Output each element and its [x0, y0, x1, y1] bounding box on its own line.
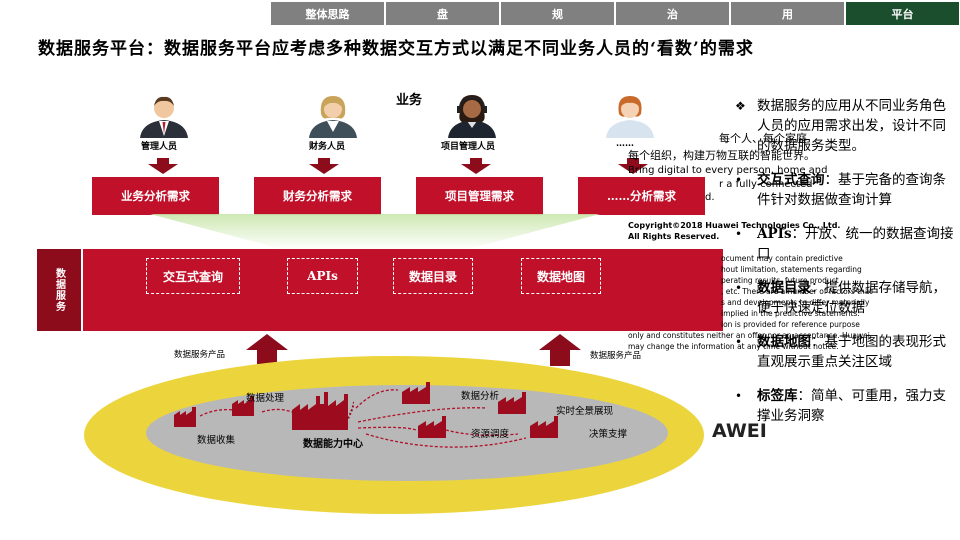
node-label-realtime-view: 实时全景展现	[556, 406, 614, 417]
tab-standards[interactable]: 规	[501, 2, 614, 25]
data-service-product-label: 数据服务产品	[174, 350, 226, 360]
node-label-scheduling: 资源调度	[471, 429, 510, 440]
factory-icon	[174, 407, 196, 427]
factory-icon	[402, 382, 430, 404]
tab-inventory[interactable]: 盘	[386, 2, 499, 25]
down-arrow-icon	[618, 158, 648, 174]
down-arrow-icon	[148, 158, 178, 174]
disclaimer-text: perating results, future product	[721, 276, 839, 285]
tab-governance[interactable]: 治	[616, 2, 729, 25]
bullet-data-catalog: • 数据目录：提供数据存储导航，便于快速定位数据	[735, 280, 946, 316]
tab-overall[interactable]: 整体思路	[271, 2, 384, 25]
disclaimer-text: ocument may contain predictive	[721, 254, 843, 263]
node-label-collection: 数据收集	[197, 435, 236, 446]
finance-analysis-need-box[interactable]: 财务分析需求	[254, 177, 381, 215]
dot-bullet-icon: •	[735, 335, 743, 349]
project-management-need-box[interactable]: 项目管理需求	[416, 177, 543, 215]
down-arrow-icon	[309, 158, 339, 174]
down-arrow-icon	[461, 158, 491, 174]
overlay-text: d.	[705, 192, 715, 203]
apis-button[interactable]: APIs	[287, 258, 358, 294]
page-title: 数据服务平台：数据服务平台应考虑多种数据交互方式以满足不同业务人员的‘看数’的需…	[38, 39, 754, 59]
role-label: 管理人员	[141, 142, 178, 152]
overlay-text: 每个人、每个家庭	[719, 132, 807, 145]
role-label: ……	[616, 139, 634, 149]
disclaimer-text: , etc. There are a number of factors tha…	[721, 287, 873, 296]
huawei-logo-text: AWEI	[712, 420, 767, 442]
other-analysis-need-box[interactable]: ……分析需求	[578, 177, 705, 215]
diamond-bullet-icon: ❖	[735, 99, 746, 113]
business-analysis-need-box[interactable]: 业务分析需求	[92, 177, 219, 215]
copyright-text: Copyright©2018 Huawei Technologies Co., …	[628, 221, 841, 230]
dot-bullet-icon: •	[735, 389, 743, 403]
node-label-analysis: 数据分析	[461, 391, 500, 402]
overlay-text: 每个组织，构建万物互联的智能世界。	[628, 149, 815, 162]
factory-icon	[418, 416, 446, 438]
tab-platform[interactable]: 平台	[846, 2, 959, 25]
glow-connector	[150, 214, 600, 250]
data-capability-center-icon	[292, 392, 354, 430]
disclaimer-text: only and constitutes neither an offer no…	[628, 331, 870, 340]
service-layer-bar	[83, 249, 723, 331]
factory-icon	[232, 396, 254, 416]
up-arrow-icon	[539, 334, 581, 366]
dot-bullet-icon: •	[735, 281, 743, 295]
bullet-tag-library: • 标签库：简单、可重用，强力支撑业务洞察	[735, 388, 946, 424]
bullet-list: ❖ 数据服务的应用从不同业务角色人员的应用需求出发，设计不同的数据服务类型。 •…	[733, 96, 955, 440]
disclaimer-text: s and developments to differ materially	[721, 298, 870, 307]
role-label: 财务人员	[309, 142, 346, 152]
manager-avatar-icon	[140, 96, 188, 138]
disclaimer-text: ion is provided for reference purpose	[721, 320, 860, 329]
bullet-data-map: • 数据地图：基于地图的表现形式直观展示重点关注区域	[735, 334, 946, 370]
factory-icon	[498, 392, 526, 414]
dot-bullet-icon: •	[735, 227, 743, 241]
role-label: 项目管理人员	[441, 142, 496, 152]
factory-icon	[530, 416, 558, 438]
data-catalog-button[interactable]: 数据目录	[393, 258, 473, 294]
copyright-text: All Rights Reserved.	[628, 232, 720, 241]
project-manager-avatar-icon	[448, 95, 496, 138]
other-role-avatar-icon	[606, 96, 654, 138]
node-label-decision: 决策支撑	[589, 429, 628, 440]
bullet-intro: ❖ 数据服务的应用从不同业务角色人员的应用需求出发，设计不同的数据服务类型。	[735, 98, 946, 154]
business-title: 业务	[396, 93, 423, 108]
interactive-query-button[interactable]: 交互式查询	[146, 258, 240, 294]
overlay-text: Bring digital to every person, home and	[628, 165, 828, 176]
finance-avatar-icon	[309, 96, 357, 138]
data-map-button[interactable]: 数据地图	[521, 258, 601, 294]
up-arrow-icon	[246, 334, 288, 366]
node-label-processing: 数据处理	[246, 393, 285, 404]
disclaimer-text: may change the information at any time w…	[628, 342, 839, 351]
dot-bullet-icon: •	[735, 173, 743, 187]
disclaimer-text: hout limitation, statements regarding	[721, 265, 862, 274]
overlay-text: r a fully connected	[719, 179, 813, 190]
data-service-side-label: 数据服务	[37, 249, 81, 331]
data-service-product-label: 数据服务产品	[590, 351, 642, 361]
top-nav: 整体思路 盘 规 治 用 平台	[271, 2, 959, 25]
bullet-interactive-query: • 交互式查询：基于完备的查询条件针对数据做查询计算	[735, 172, 946, 208]
tab-usage[interactable]: 用	[731, 2, 844, 25]
disclaimer-text: implied in the predictive statements.	[721, 309, 860, 318]
node-label-center: 数据能力中心	[303, 439, 363, 450]
bullet-apis: • APIs：开放、统一的数据查询接口	[735, 226, 954, 262]
